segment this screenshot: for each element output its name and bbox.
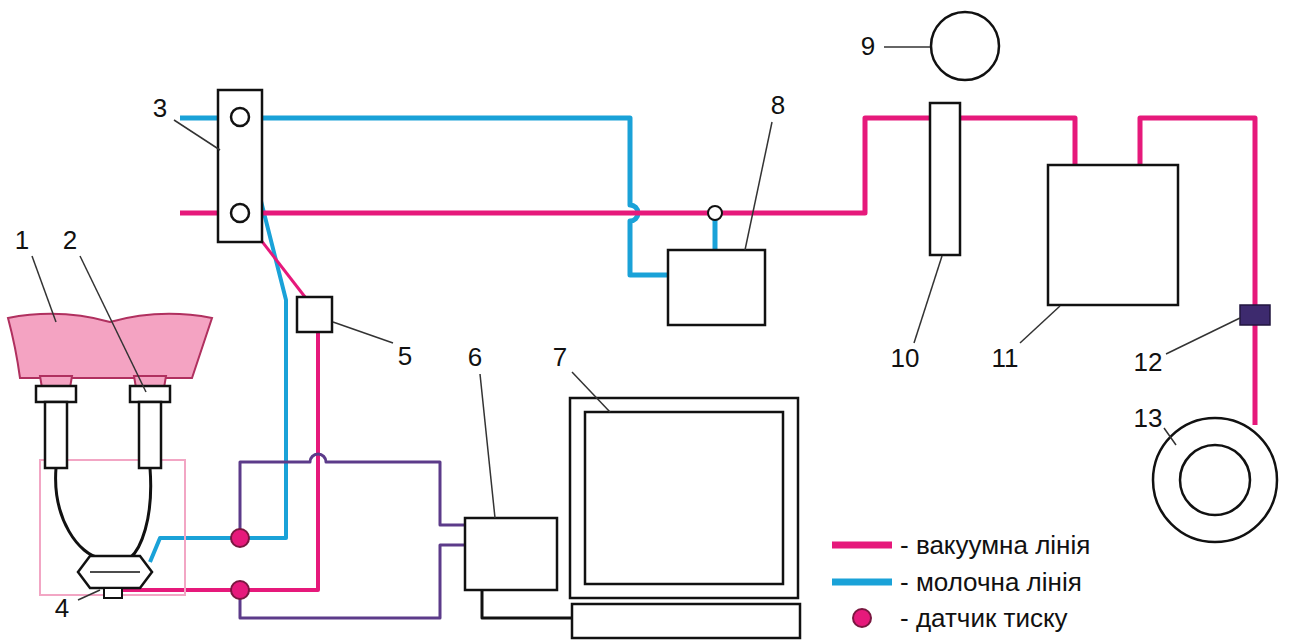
keyboard xyxy=(572,604,800,638)
check-valve xyxy=(1240,305,1270,325)
callout-number: 10 xyxy=(891,345,920,371)
milk-receiver xyxy=(668,250,765,325)
callout-number: 2 xyxy=(63,227,77,253)
callout-number: 6 xyxy=(468,344,482,370)
vacuum-regulator xyxy=(930,103,960,255)
signal-wire xyxy=(240,454,465,538)
callout-number: 5 xyxy=(398,343,412,369)
vacuum-gauge xyxy=(931,12,999,80)
callout-number: 8 xyxy=(771,92,785,118)
adc-box xyxy=(465,518,557,590)
pressure-sensor xyxy=(231,581,249,599)
monitor-screen xyxy=(585,412,783,584)
udder xyxy=(8,314,212,378)
callout-number: 12 xyxy=(1134,349,1163,375)
callout-number: 9 xyxy=(861,33,875,59)
callout-number: 11 xyxy=(992,345,1019,371)
keyboard-cable xyxy=(482,590,572,618)
callout-number: 3 xyxy=(153,95,167,121)
pulsator xyxy=(297,297,332,332)
callout-number: 1 xyxy=(15,227,29,253)
legend-swatch xyxy=(832,542,892,549)
monitor xyxy=(570,398,798,598)
callout-number: 7 xyxy=(553,344,567,370)
legend-swatch xyxy=(832,579,892,586)
vacuum-balloon xyxy=(1048,165,1178,305)
tap-bar xyxy=(218,90,262,242)
signal-wire xyxy=(240,545,465,618)
milk-line xyxy=(713,220,718,250)
legend-text: - молочна лінія xyxy=(900,569,1082,595)
callout-number: 4 xyxy=(55,595,69,621)
valve xyxy=(708,206,722,220)
collector-nipple xyxy=(104,588,122,598)
legend-text: - вакуумна лінія xyxy=(900,532,1090,558)
legend-dot-sample xyxy=(853,609,871,627)
collector xyxy=(78,556,152,588)
milk-tube xyxy=(56,468,151,558)
teat-cups xyxy=(36,386,170,468)
vacuum-pump xyxy=(1153,418,1277,542)
collector-detail xyxy=(90,571,140,573)
milk-line xyxy=(150,538,240,562)
milk-tap xyxy=(231,108,249,126)
stall-frame xyxy=(40,460,185,595)
legend-text: - датчик тиску xyxy=(900,605,1068,631)
pressure-sensor xyxy=(231,529,249,547)
vacuum-tap xyxy=(231,204,249,222)
pump-rotor xyxy=(1180,445,1250,515)
leader-lines xyxy=(32,47,1240,600)
callout-number: 13 xyxy=(1134,405,1163,431)
